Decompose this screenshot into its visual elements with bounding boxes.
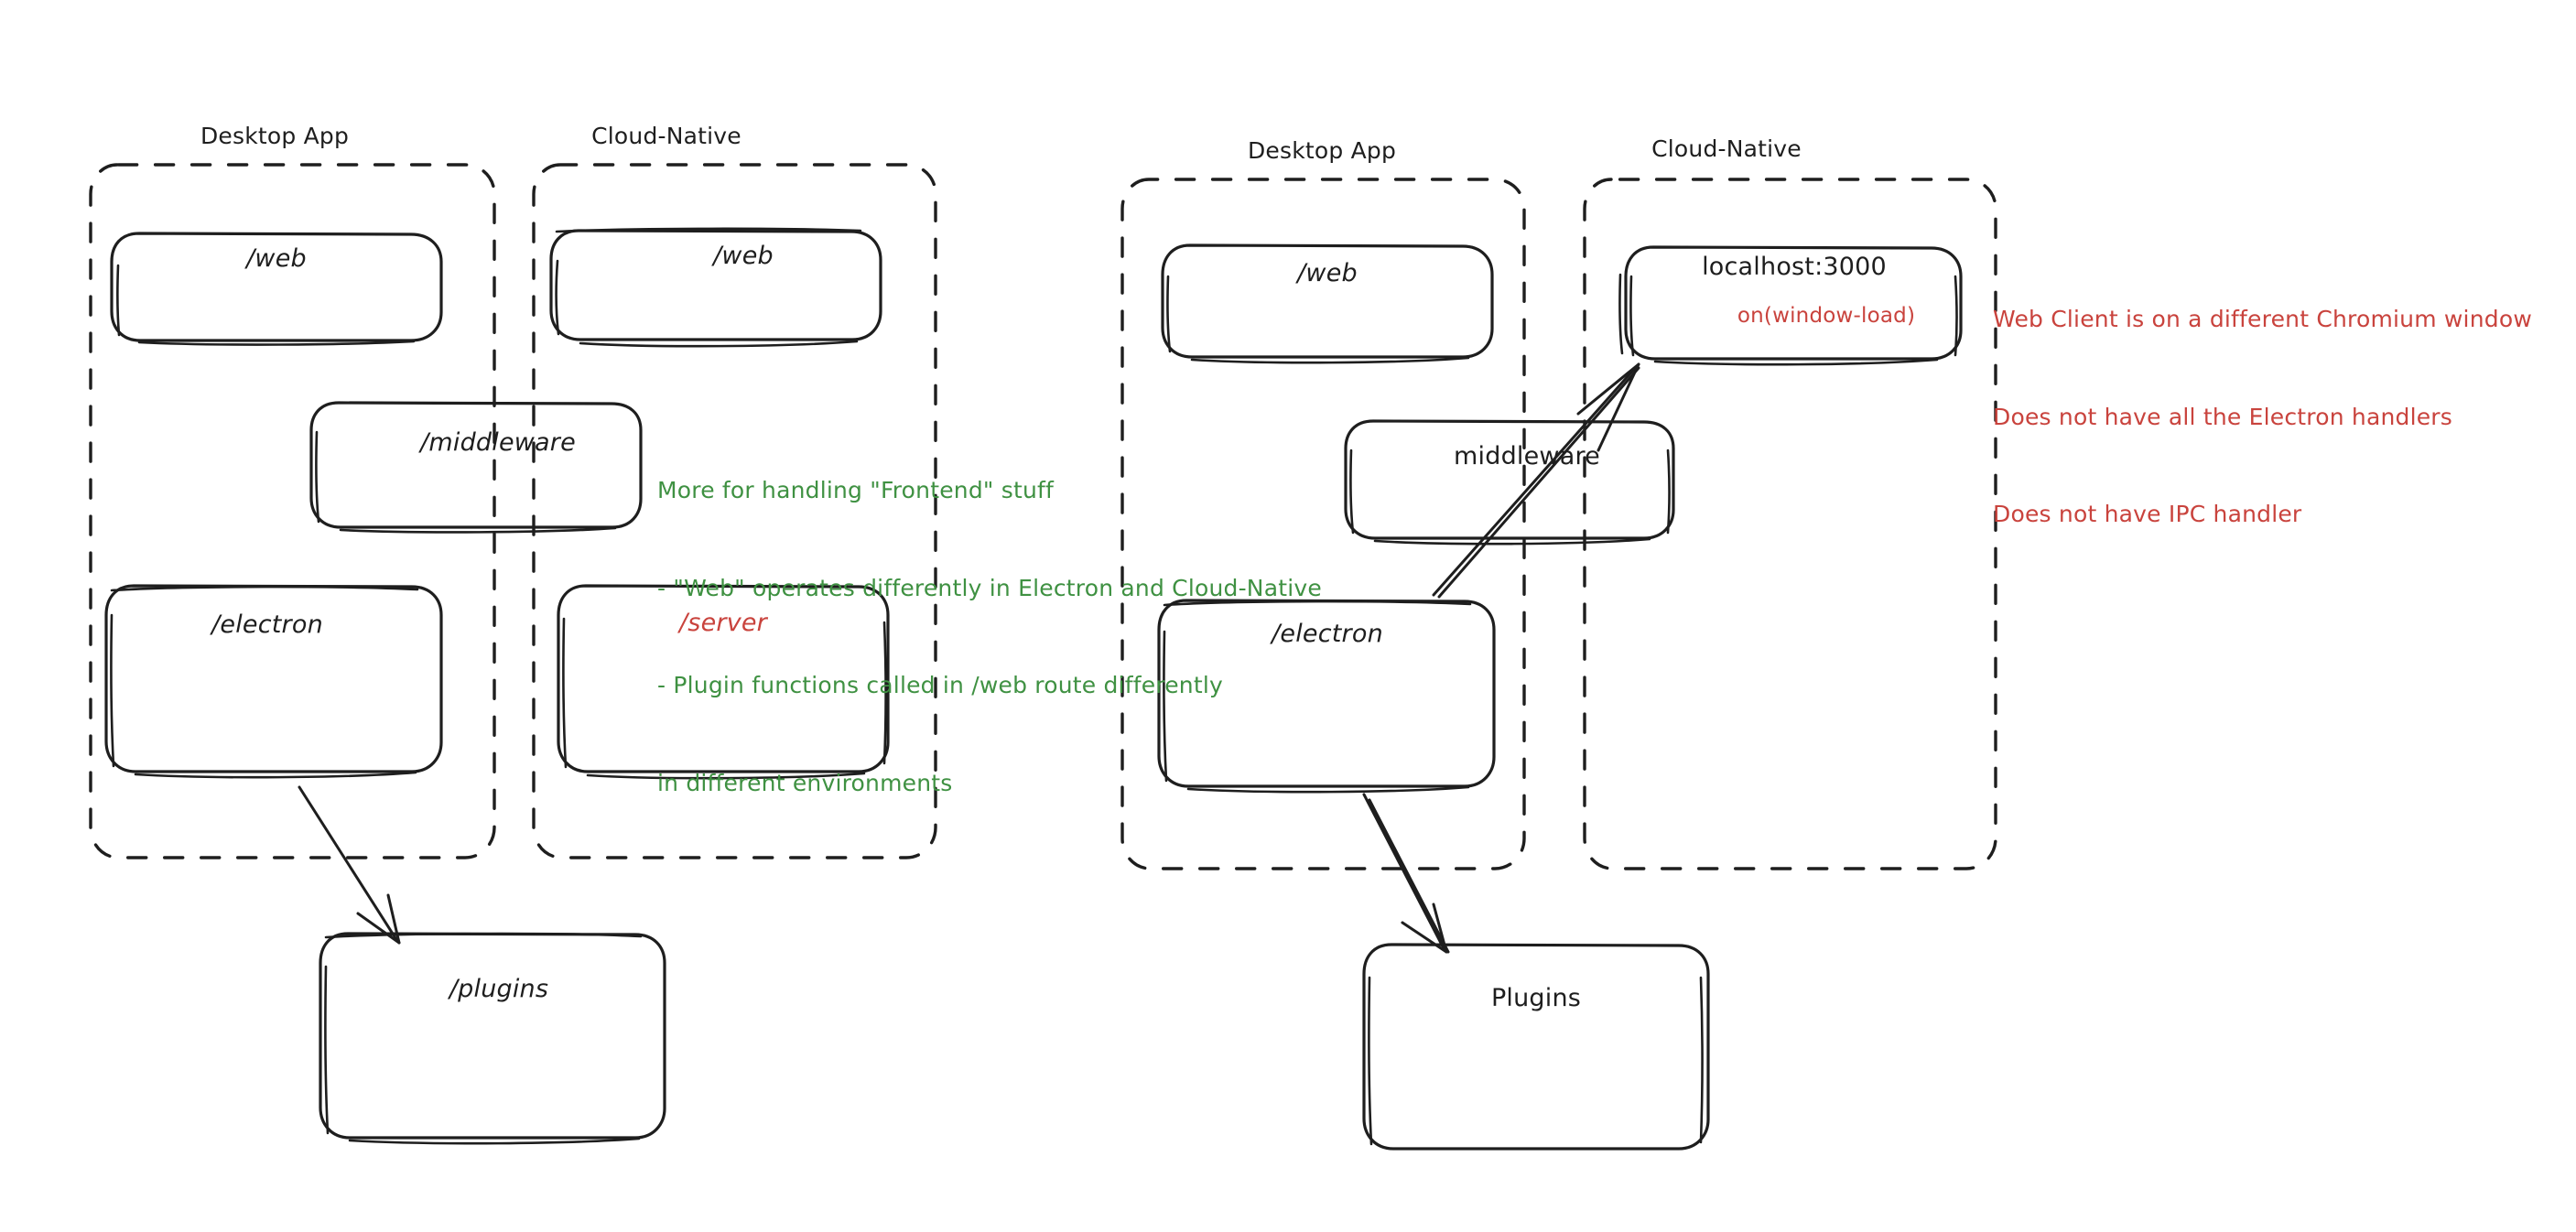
left-cloud-server-box-ghost (562, 617, 887, 780)
green-annotation-line-1: More for handling "Frontend" stuff (657, 477, 1055, 503)
left-cloud-web-label: /web (713, 242, 774, 270)
right-middleware-box[interactable] (1344, 419, 1675, 540)
left-plugins-box-ghost (324, 932, 643, 1145)
right-localhost-box-ghost (1618, 273, 1958, 366)
red-annotation: Web Client is on a different Chromium wi… (1993, 238, 2532, 596)
left-plugins-label: /plugins (449, 975, 549, 1003)
left-cloud-web-box-ghost (555, 227, 862, 348)
left-cloud-server-box[interactable] (557, 584, 890, 773)
left-middleware-label: /middleware (420, 428, 576, 457)
left-desktop-electron-box-ghost (110, 585, 419, 779)
green-annotation-line-4: in different environments (657, 769, 953, 796)
left-cloud-web-box[interactable] (549, 229, 882, 341)
red-annotation-line-2: Does not have all the Electron handlers (1993, 403, 2453, 430)
left-plugins-box[interactable] (319, 932, 666, 1140)
right-cloud-native-title: Cloud-Native (1651, 135, 1802, 162)
left-desktop-app-container (89, 163, 496, 859)
right-localhost-label: localhost:3000 (1702, 253, 1887, 281)
right-desktop-web-box-ghost (1166, 275, 1470, 364)
green-annotation-line-2: - "Web" operates differently in Electron… (657, 574, 1322, 601)
right-cloud-native-container (1583, 178, 1997, 870)
left-middleware-box[interactable] (309, 401, 643, 529)
right-middleware-box-ghost (1349, 448, 1671, 546)
left-desktop-web-label: /web (246, 244, 307, 273)
right-plugins-box-ghost (1368, 976, 1704, 1146)
left-cloud-server-label: /server (679, 609, 767, 637)
right-desktop-web-label: /web (1297, 259, 1358, 287)
green-annotation: More for handling "Frontend" stuff - "We… (657, 409, 1322, 864)
right-plugins-box[interactable] (1362, 943, 1710, 1151)
left-middleware-box-ghost (315, 430, 617, 534)
right-plugins-label: Plugins (1490, 984, 1582, 1012)
right-desktop-electron-box-ghost (1163, 600, 1472, 794)
left-desktop-electron-box[interactable] (104, 584, 443, 773)
left-electron-to-plugins-arrow (298, 785, 401, 945)
right-desktop-web-box[interactable] (1161, 243, 1494, 359)
right-middleware-label: middleware (1454, 442, 1600, 470)
green-annotation-line-3: - Plugin functions called in /web route … (657, 672, 1223, 698)
left-desktop-electron-label: /electron (211, 611, 323, 639)
right-desktop-app-container (1120, 178, 1526, 870)
left-cloud-native-container (532, 163, 937, 859)
left-desktop-web-box-ghost (116, 264, 416, 346)
right-electron-to-plugins-arrow (1362, 793, 1450, 954)
right-desktop-app-title: Desktop App (1247, 137, 1397, 164)
left-cloud-native-title: Cloud-Native (591, 123, 741, 149)
right-localhost-sublabel: on(window-load) (1737, 304, 1916, 328)
left-desktop-app-title: Desktop App (200, 123, 350, 149)
red-annotation-line-1: Web Client is on a different Chromium wi… (1993, 306, 2532, 332)
right-desktop-electron-box[interactable] (1157, 599, 1496, 788)
right-localhost-box[interactable] (1624, 245, 1963, 361)
electron-to-localhost-arrow (1432, 362, 1640, 599)
red-annotation-line-3: Does not have IPC handler (1993, 501, 2302, 527)
right-desktop-electron-label: /electron (1272, 620, 1383, 648)
